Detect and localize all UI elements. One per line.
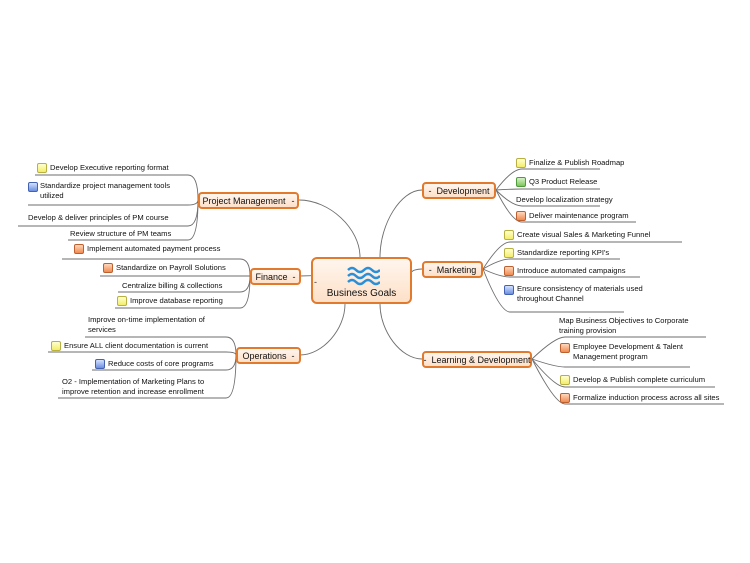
branch-connector	[299, 303, 346, 356]
leaf-connector	[482, 258, 620, 270]
leaf-item[interactable]: Improve on-time implementation of servic…	[88, 315, 205, 334]
leaf-connector	[62, 258, 251, 277]
central-collapse-toggle[interactable]: -	[314, 277, 317, 287]
leaf-item[interactable]: Finalize & Publish Roadmap	[529, 158, 625, 167]
leaf-connector	[58, 354, 237, 399]
collapse-toggle[interactable]: -	[292, 271, 296, 282]
yellow-task-icon	[516, 158, 526, 168]
leaf-item[interactable]: Improve database reporting	[130, 296, 223, 305]
leaf-item[interactable]: Ensure ALL client documentation is curre…	[64, 341, 209, 350]
branch-connector	[298, 199, 361, 258]
leaf-connector	[531, 358, 690, 368]
leaf-item[interactable]: Ensure consistency of materials used thr…	[517, 284, 643, 303]
leaf-connector	[495, 189, 636, 223]
leaf-connector	[495, 188, 600, 191]
leaf-item[interactable]: Standardize project management tools uti…	[40, 181, 171, 200]
leaf-item[interactable]: Centralize billing & collections	[122, 281, 223, 290]
leaf-item[interactable]: Develop localization strategy	[516, 195, 613, 204]
yellow-task-icon	[51, 341, 61, 351]
yellow-task-icon	[504, 230, 514, 240]
leaf-item[interactable]: Introduce automated campaigns	[517, 266, 626, 275]
leaf-item[interactable]: Employee Development & Talent Management…	[573, 342, 684, 361]
topic-finance[interactable]: Finance -	[250, 268, 301, 285]
leaf-item[interactable]: Standardize reporting KPI's	[517, 248, 610, 257]
leaf-item[interactable]: Create visual Sales & Marketing Funnel	[517, 230, 651, 239]
collapse-toggle[interactable]: -	[423, 354, 427, 365]
collapse-toggle[interactable]: -	[291, 195, 295, 206]
topic-label: Finance	[255, 271, 288, 282]
collapse-toggle[interactable]: -	[428, 264, 432, 275]
leaf-connector	[68, 199, 199, 241]
leaf-item[interactable]: Formalize induction process across all s…	[573, 393, 720, 402]
orange-task-icon	[103, 263, 113, 273]
orange-task-icon	[516, 211, 526, 221]
leaf-connector	[531, 358, 724, 405]
topic-label: Learning & Development	[431, 354, 531, 365]
topic-project-management[interactable]: Project Management -	[198, 192, 299, 209]
yellow-task-icon	[117, 296, 127, 306]
leaf-connector	[482, 241, 682, 270]
leaf-item[interactable]: Map Business Objectives to Corporate tra…	[559, 316, 689, 335]
topic-label: Project Management	[202, 195, 286, 206]
leaf-connector	[48, 351, 237, 356]
central-topic[interactable]: Business Goals	[311, 257, 412, 304]
topic-development[interactable]: - Development	[422, 182, 496, 199]
leaf-item[interactable]: Q3 Product Release	[529, 177, 598, 186]
central-topic-label: Business Goals	[326, 288, 397, 299]
leaf-connector	[35, 174, 199, 201]
topic-marketing[interactable]: - Marketing	[422, 261, 483, 278]
collapse-toggle[interactable]: -	[291, 350, 295, 361]
leaf-connector	[531, 358, 715, 388]
topic-learning-development[interactable]: - Learning & Development	[422, 351, 532, 368]
leaf-connector	[482, 268, 624, 313]
leaf-item[interactable]: Reduce costs of core programs	[108, 359, 214, 368]
leaf-connector	[495, 168, 600, 191]
leaf-item[interactable]: Develop Executive reporting format	[50, 163, 169, 172]
blue-task-icon	[28, 182, 38, 192]
orange-task-icon	[560, 393, 570, 403]
branch-connector	[379, 189, 423, 258]
orange-task-icon	[504, 266, 514, 276]
leaf-connector	[531, 336, 706, 360]
yellow-task-icon	[37, 163, 47, 173]
leaf-connector	[115, 275, 251, 309]
leaf-item[interactable]: Standardize on Payroll Solutions	[116, 263, 226, 272]
leaf-item[interactable]: Deliver maintenance program	[529, 211, 629, 220]
topic-label: Marketing	[436, 264, 477, 275]
leaf-connector	[85, 336, 237, 356]
leaf-connector	[482, 268, 640, 278]
orange-task-icon	[560, 343, 570, 353]
leaf-connector	[495, 189, 600, 207]
topic-label: Operations	[242, 350, 287, 361]
yellow-task-icon	[560, 375, 570, 385]
topic-label: Development	[436, 185, 490, 196]
waves-icon	[347, 266, 380, 286]
yellow-task-icon	[504, 248, 514, 258]
orange-task-icon	[74, 244, 84, 254]
leaf-item[interactable]: Review structure of PM teams	[70, 229, 172, 238]
green-task-icon	[516, 177, 526, 187]
collapse-toggle[interactable]: -	[428, 185, 432, 196]
blue-task-icon	[95, 359, 105, 369]
topic-operations[interactable]: Operations -	[236, 347, 301, 364]
branch-connector	[379, 303, 423, 360]
branch-connector	[411, 268, 423, 273]
leaf-item[interactable]: Develop & Publish complete curriculum	[573, 375, 706, 384]
leaf-item[interactable]: Develop & deliver principles of PM cours…	[28, 213, 169, 222]
blue-task-icon	[504, 285, 514, 295]
leaf-item[interactable]: Implement automated payment process	[87, 244, 221, 253]
leaf-item[interactable]: O2 - Implementation of Marketing Plans t…	[62, 377, 205, 396]
